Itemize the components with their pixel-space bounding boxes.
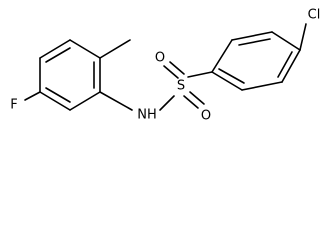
atom-oxygen-top: O: [155, 51, 165, 66]
double-bond-so-top-b: [169, 61, 185, 75]
double-bond-ring1-c: [45, 87, 71, 103]
chemical-structure: F NH S O O Cl: [10, 8, 321, 124]
atom-fluorine: F: [10, 98, 17, 113]
bond-ring-to-nh: [99, 91, 133, 111]
atom-nh: NH: [137, 108, 157, 123]
bond-methyl: [99, 39, 131, 59]
bond-nh-to-s: [159, 95, 175, 111]
bond-ring2-c: [271, 31, 301, 51]
bond-ring2-e: [241, 81, 283, 91]
double-bond-ring2-a: [238, 38, 271, 46]
double-bond-ring1-a: [45, 47, 71, 63]
atom-oxygen-bottom: O: [201, 109, 211, 124]
bond-ring1-a: [39, 39, 71, 59]
bond-ring2-b: [231, 31, 273, 41]
double-bond-ring2-b: [277, 51, 293, 78]
bond-chloro: [299, 23, 307, 51]
bond-s-to-ring: [187, 71, 213, 78]
right-benzene-ring: [211, 31, 301, 91]
bond-ring1-b: [69, 39, 101, 59]
double-bond-so-top-a: [163, 65, 179, 79]
double-bond-ring2-c: [218, 68, 245, 84]
bond-fluoro: [24, 91, 41, 101]
bond-ring2-a: [211, 39, 233, 73]
bond-ring2-d: [281, 49, 301, 83]
atom-chlorine: Cl: [308, 8, 321, 23]
left-benzene-ring: [39, 39, 101, 111]
double-bond-so-bottom-b: [189, 91, 205, 105]
bond-ring1-e: [39, 91, 71, 111]
double-bond-so-bottom-a: [183, 95, 199, 109]
atom-sulfur: S: [177, 79, 185, 94]
bond-ring2-f: [211, 71, 243, 91]
bond-ring1-d: [69, 91, 101, 111]
